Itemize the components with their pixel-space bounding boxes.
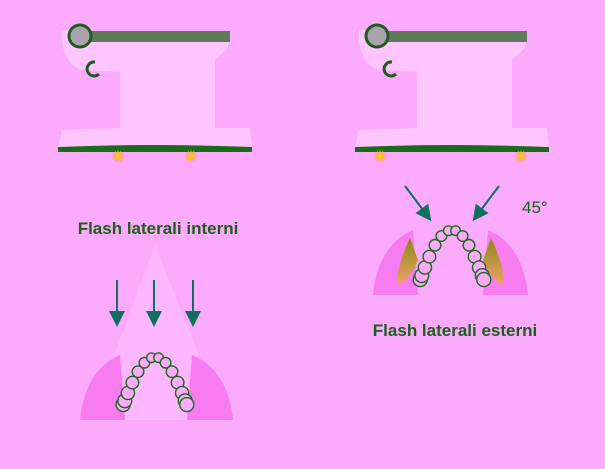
tooth (456, 229, 469, 242)
camera-bracket-right (355, 23, 549, 152)
tooth (476, 271, 492, 288)
flash-icon (373, 149, 387, 163)
tooth (422, 249, 437, 264)
arrows-external-45deg (404, 185, 500, 222)
tooth (131, 365, 145, 379)
label-internal-flash: Flash laterali interni (77, 219, 239, 238)
dental-arch-right (412, 225, 492, 288)
fan-right (373, 230, 528, 295)
shadow-left (397, 238, 418, 285)
label-external-flash: Flash laterali esterni (372, 321, 538, 340)
dental-arch-left (115, 352, 195, 413)
tooth (159, 356, 172, 369)
tooth (165, 365, 179, 379)
flash-icon (514, 149, 528, 163)
camera-bracket-left (58, 23, 252, 152)
flash-icon (184, 149, 198, 163)
tooth (179, 396, 195, 413)
tooth (428, 238, 442, 252)
shadow-right (483, 238, 504, 285)
tooth (462, 238, 476, 252)
flash-icon (111, 149, 125, 163)
angle-label: 45° (522, 198, 548, 217)
tooth (125, 375, 140, 390)
arrows-internal (109, 280, 201, 327)
